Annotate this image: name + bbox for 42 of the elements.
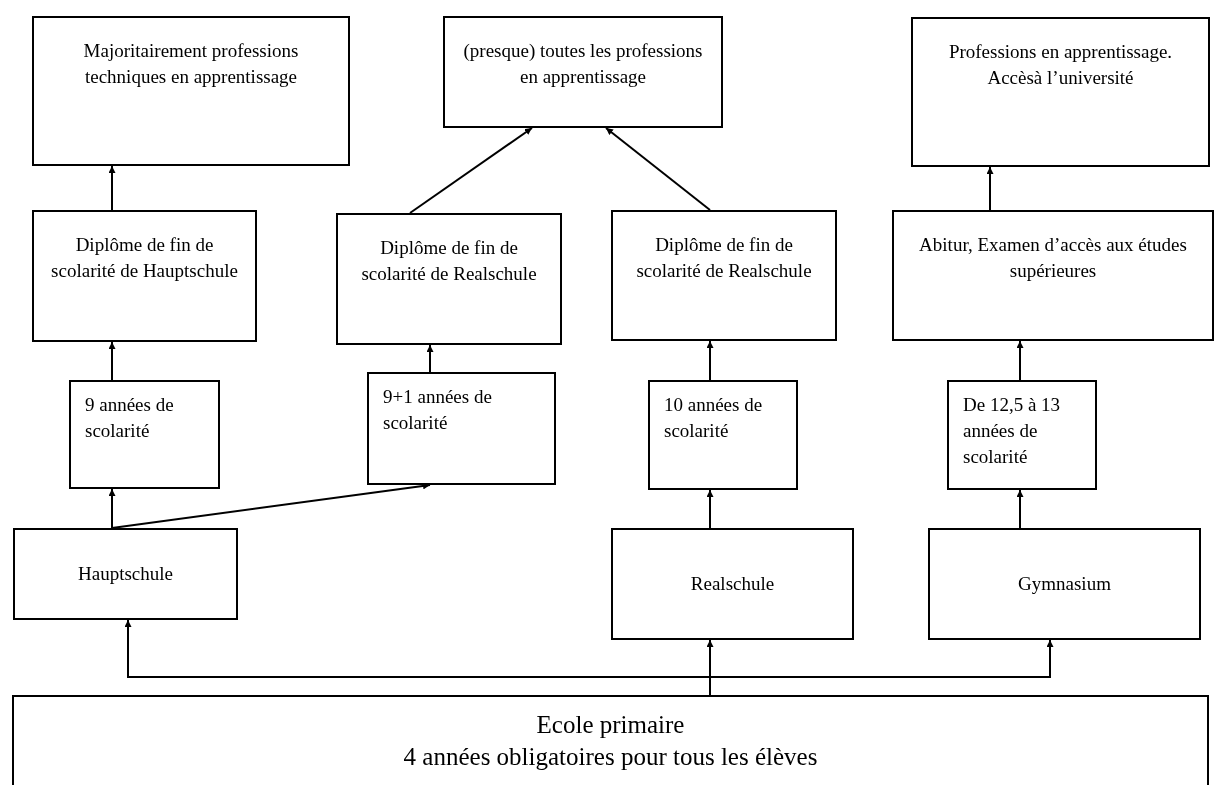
box-text: Hauptschule <box>78 562 173 586</box>
arrow <box>1016 340 1024 381</box>
process-box <box>32 210 257 342</box>
box-text: De 12,5 à 13 années de scolarité <box>963 393 1062 469</box>
process-box <box>928 528 1201 640</box>
process-box <box>443 16 723 128</box>
box-text: 4 années obligatoires pour tous les élèves <box>403 742 818 772</box>
arrow <box>108 341 116 381</box>
box-text: Professions en apprentissage. Accèsà l’université <box>947 40 1174 90</box>
box-text: Diplôme de fin de scolarité de Hauptschule <box>50 233 239 283</box>
arrow <box>986 166 994 211</box>
arrow <box>108 165 116 211</box>
box-text: Abitur, Examen d’accès aux études supérieures <box>918 233 1188 283</box>
arrow <box>706 489 714 529</box>
box-text: 10 années de scolarité <box>664 393 764 443</box>
process-box <box>648 380 798 490</box>
box-text: Diplôme de fin de scolarité de Realschule <box>360 236 538 286</box>
process-box <box>611 528 854 640</box>
process-box <box>13 528 238 620</box>
arrow <box>409 127 533 214</box>
box-text: Diplôme de fin de scolarité de Realschule <box>635 233 813 283</box>
box-text: (presque) toutes les professions en apprentissage <box>462 39 704 89</box>
process-box <box>367 372 556 485</box>
process-box <box>911 17 1210 167</box>
process-box <box>69 380 220 489</box>
box-text: 9+1 années de scolarité <box>383 385 493 435</box>
process-box <box>12 695 1209 785</box>
box-text: Gymnasium <box>1018 572 1111 596</box>
box-text: Realschule <box>690 572 775 596</box>
process-box <box>947 380 1097 490</box>
box-text: Majoritairement professions techniques en apprentissage <box>82 39 300 89</box>
process-box <box>32 16 350 166</box>
process-box <box>336 213 562 345</box>
arrow <box>1016 489 1024 529</box>
arrow <box>605 127 711 211</box>
process-box <box>892 210 1214 341</box>
arrow <box>108 488 116 529</box>
arrow <box>426 344 434 373</box>
box-heading: Ecole primaire <box>536 710 685 740</box>
process-box <box>611 210 837 341</box>
arrow <box>706 340 714 381</box>
box-text: 9 années de scolarité <box>85 393 175 443</box>
